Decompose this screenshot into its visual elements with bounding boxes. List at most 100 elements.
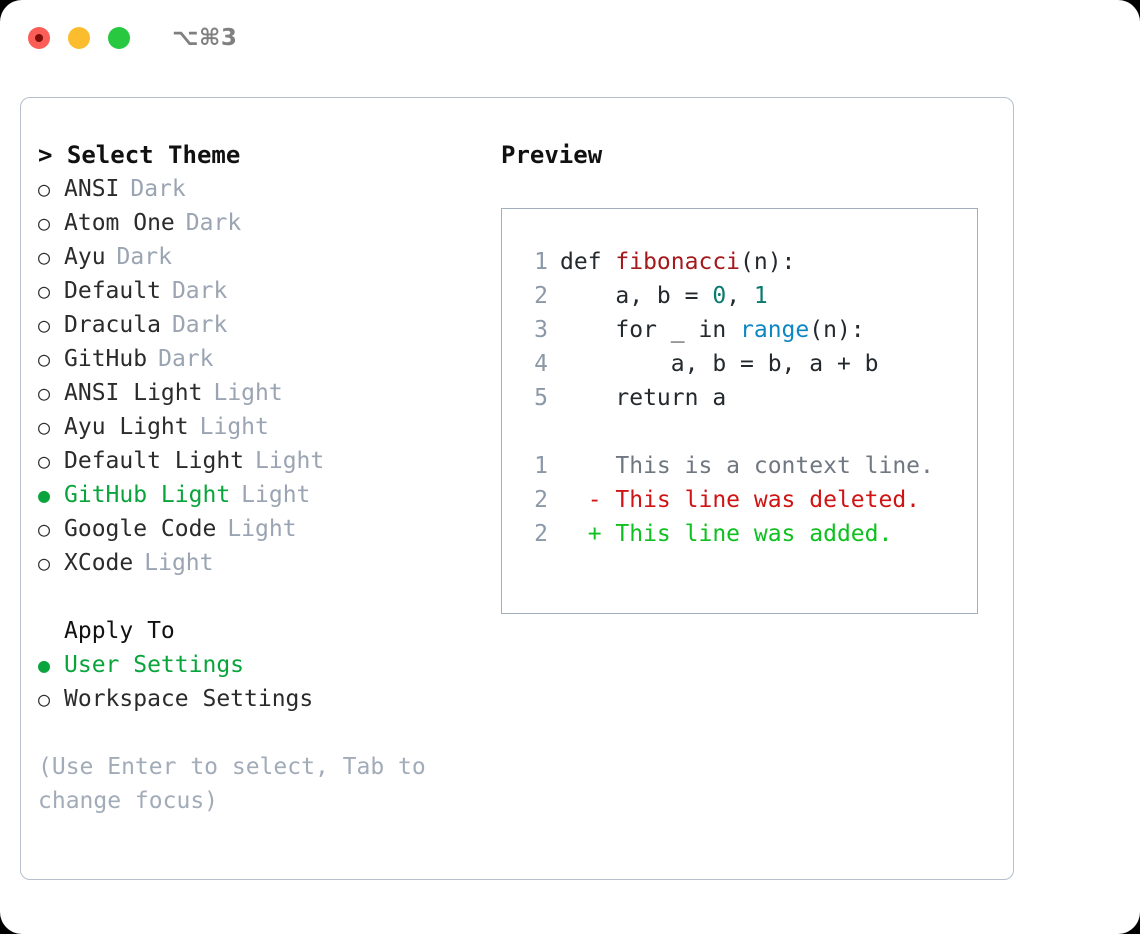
diff-line-deleted: 2 - This line was deleted.: [522, 483, 977, 517]
code-token-plain: (n):: [809, 317, 865, 343]
code-line: 3 for _ in range(n):: [522, 313, 977, 347]
minimize-button-icon[interactable]: [68, 27, 90, 49]
code-token-call: range: [740, 317, 810, 343]
theme-variant-badge: Dark: [116, 244, 172, 270]
theme-option-atom-one[interactable]: ○ Atom One Dark: [38, 206, 478, 240]
theme-variant-badge: Dark: [171, 278, 228, 304]
code-token-num: 0: [712, 283, 727, 309]
theme-option-label: GitHub: [64, 346, 148, 372]
apply-to-heading: Apply To: [64, 618, 175, 644]
theme-option-label: Ayu: [64, 244, 106, 270]
diff-sample: 1 This is a context line.2 - This line w…: [522, 449, 977, 551]
code-line-number: 5: [534, 385, 548, 411]
diff-line-number: 2: [534, 521, 548, 547]
radio-unselected-icon: ○: [38, 347, 51, 371]
code-line-number: 4: [534, 351, 548, 377]
code-token-plain: (n):: [740, 249, 796, 275]
code-token-plain: a, b = b, a + b: [560, 351, 879, 377]
diff-line-text: This is a context line.: [560, 453, 934, 479]
theme-option-label: Atom One: [64, 210, 175, 236]
apply-to-option-workspace-settings[interactable]: ○ Workspace Settings: [38, 682, 478, 716]
theme-variant-badge: Dark: [130, 176, 186, 202]
apply-to-option-user-settings[interactable]: ●User Settings: [38, 648, 478, 682]
radio-unselected-icon: ○: [38, 517, 51, 541]
radio-unselected-icon: ○: [38, 381, 51, 405]
theme-option-ayu-light[interactable]: ○ Ayu Light Light: [38, 410, 478, 444]
close-icon-inner: [35, 34, 43, 42]
theme-option-label: Dracula: [64, 312, 161, 338]
code-line: 2 a, b = 0, 1: [522, 279, 977, 313]
theme-option-label: Default: [64, 278, 161, 304]
code-line-number: 2: [534, 283, 548, 309]
theme-option-label: GitHub Light: [64, 482, 231, 508]
theme-variant-badge: Light: [199, 414, 269, 440]
theme-option-label: Google Code: [64, 516, 217, 542]
theme-option-xcode[interactable]: ○ XCode Light: [38, 546, 478, 580]
diff-line-context: 1 This is a context line.: [522, 449, 977, 483]
code-line: 1 def fibonacci(n):: [522, 245, 977, 279]
theme-option-ansi-light[interactable]: ○ ANSI Light Light: [38, 376, 478, 410]
code-line-number: 1: [534, 249, 548, 275]
theme-option-label: XCode: [64, 550, 134, 576]
theme-variant-badge: Light: [227, 516, 297, 542]
code-token-plain: a, b =: [560, 283, 713, 309]
code-token-plain: ,: [726, 283, 754, 309]
theme-variant-badge: Light: [255, 448, 325, 474]
diff-line-text: - This line was deleted.: [560, 487, 921, 513]
preview-spacer: [522, 415, 977, 449]
theme-option-label: ANSI Light: [64, 380, 203, 406]
theme-option-label: Default Light: [64, 448, 245, 474]
keyboard-shortcut-label: ⌥⌘3: [172, 25, 238, 51]
theme-option-google-code[interactable]: ○ Google Code Light: [38, 512, 478, 546]
code-token-plain: for _ in: [560, 317, 741, 343]
preview-heading: Preview: [501, 141, 603, 169]
radio-unselected-icon: ○: [38, 551, 51, 575]
code-token-plain: return a: [560, 385, 727, 411]
keyboard-hint-text: (Use Enter to select, Tab to change focu…: [38, 754, 426, 814]
traffic-light-group: [28, 27, 130, 49]
theme-variant-badge: Dark: [158, 346, 214, 372]
code-token-fn: fibonacci: [615, 249, 741, 275]
code-token-plain: def: [560, 249, 616, 275]
select-theme-heading: > Select Theme: [38, 141, 241, 169]
theme-variant-badge: Light: [144, 550, 214, 576]
code-token-num: 1: [753, 283, 768, 309]
code-line-number: 3: [534, 317, 548, 343]
theme-option-label: Ayu Light: [64, 414, 189, 440]
radio-unselected-icon: ○: [38, 211, 51, 235]
title-bar: ⌥⌘3: [0, 0, 1140, 76]
theme-variant-badge: Dark: [171, 312, 228, 338]
theme-option-github[interactable]: ○ GitHub Dark: [38, 342, 478, 376]
close-button-icon[interactable]: [28, 27, 50, 49]
theme-option-ansi[interactable]: ○ ANSI Dark: [38, 172, 478, 206]
theme-variant-badge: Dark: [185, 210, 242, 236]
apply-to-option-label: Workspace Settings: [64, 686, 314, 712]
list-spacer: [38, 580, 478, 614]
theme-variant-badge: Light: [213, 380, 283, 406]
theme-option-default-light[interactable]: ○ Default Light Light: [38, 444, 478, 478]
theme-option-label: ANSI: [64, 176, 120, 202]
diff-line-added: 2 + This line was added.: [522, 517, 977, 551]
diff-line-number: 1: [534, 453, 548, 479]
theme-option-ayu[interactable]: ○ Ayu Dark: [38, 240, 478, 274]
apply-to-list: ●User Settings ○ Workspace Settings: [38, 648, 478, 716]
radio-unselected-icon: ○: [38, 415, 51, 439]
theme-variant-badge: Light: [241, 482, 311, 508]
code-line: 5 return a: [522, 381, 977, 415]
maximize-button-icon[interactable]: [108, 27, 130, 49]
radio-unselected-icon: ○: [38, 687, 51, 711]
radio-unselected-icon: ○: [38, 177, 51, 201]
radio-unselected-icon: ○: [38, 245, 51, 269]
radio-selected-icon: ●: [38, 653, 51, 677]
radio-unselected-icon: ○: [38, 449, 51, 473]
